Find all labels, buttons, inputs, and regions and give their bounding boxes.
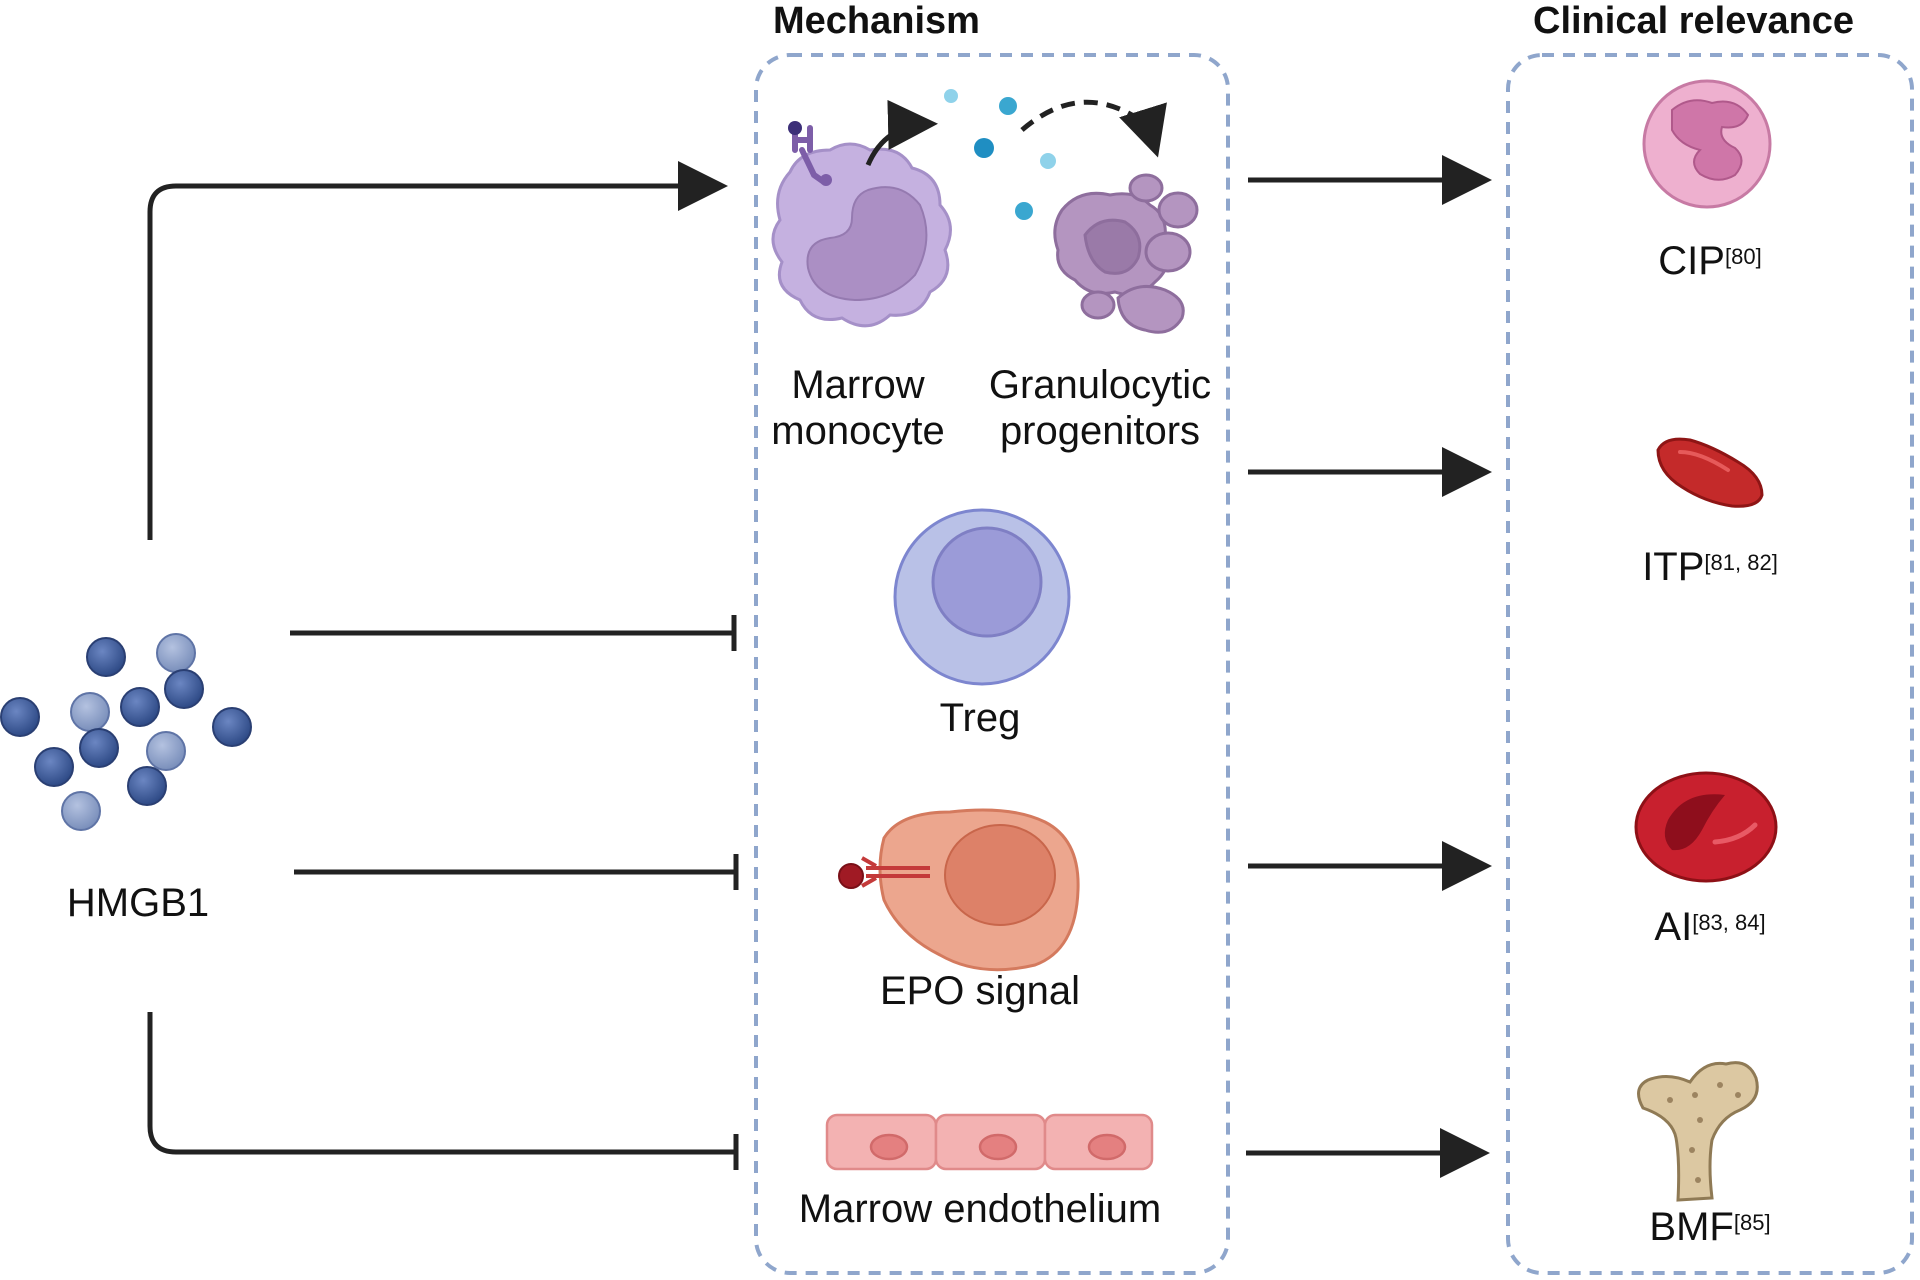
bone-icon (1637, 1061, 1759, 1202)
hmgb1-label: HMGB1 (66, 881, 210, 925)
granulocytic-progenitors-icon (1053, 173, 1199, 334)
epo-receptor-icon (861, 856, 930, 888)
hmgb1-inhibits-treg-line (290, 615, 737, 651)
secreted-factors-icon (944, 89, 1167, 220)
marrow-monocyte-icon (771, 99, 952, 328)
neutrophil-icon (1642, 79, 1772, 209)
cip-label: CIP[80] (1658, 239, 1762, 283)
hmgb1-inhibits-epo-line (294, 854, 739, 890)
treg-cell-icon (893, 508, 1071, 686)
marrow-monocyte-label: Marrow monocyte (771, 363, 945, 453)
epo-signal-label: EPO signal (879, 969, 1081, 1013)
hmgb1-inhibits-endothelium-line (147, 1012, 739, 1170)
endothelium-cells-icon (825, 1113, 1154, 1171)
epo-ligand-icon (838, 863, 864, 889)
clinical-box (1506, 53, 1914, 1275)
ai-label: AI[83, 84] (1654, 905, 1766, 949)
clinical-relevance-header: Clinical relevance (1533, 0, 1855, 42)
mechanism-box (754, 53, 1230, 1275)
platelet-icon (1656, 437, 1764, 508)
itp-label: ITP[81, 82] (1642, 545, 1778, 589)
hmgb1-molecules-icon (0, 633, 252, 831)
bmf-label: BMF[85] (1649, 1205, 1771, 1249)
hmgb1-to-monocyte-arrow (147, 161, 728, 540)
epo-cell-icon (838, 808, 1080, 972)
mechanism-header: Mechanism (773, 0, 980, 42)
granulocytic-progenitors-label: Granulocytic progenitors (988, 363, 1212, 453)
treg-label: Treg (939, 696, 1021, 740)
red-blood-cell-icon (1634, 771, 1778, 883)
receptor-icon (788, 121, 832, 186)
marrow-endothelium-label: Marrow endothelium (798, 1187, 1162, 1231)
